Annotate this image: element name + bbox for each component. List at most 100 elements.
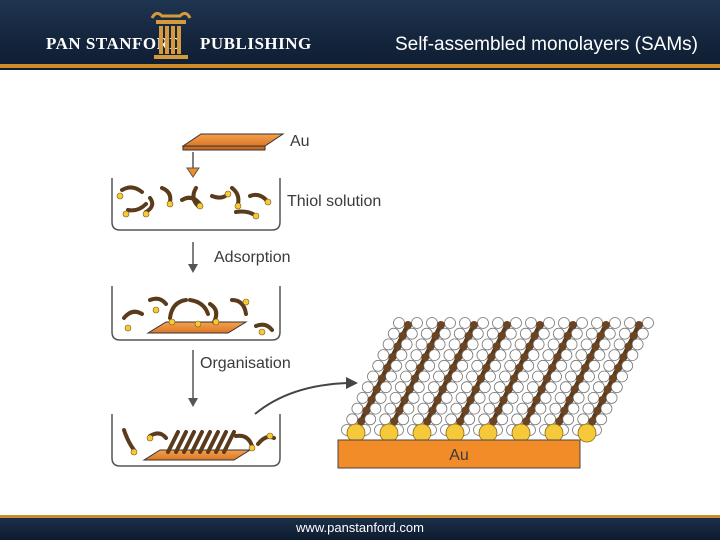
hydrogen-atom xyxy=(511,413,524,426)
hydrogen-atom xyxy=(577,413,590,426)
hydrogen-atom xyxy=(453,327,466,340)
hydrogen-atom xyxy=(549,402,562,415)
hydrogen-atom xyxy=(494,349,507,362)
hydrogen-atom xyxy=(455,391,468,404)
hydrogen-atom xyxy=(377,349,390,362)
hydrogen-atom xyxy=(379,381,392,394)
carbon-atom xyxy=(444,374,452,383)
label-au-top: Au xyxy=(290,133,310,150)
carbon-atom xyxy=(482,363,491,372)
hydrogen-atom xyxy=(595,413,608,426)
hydrogen-atom xyxy=(428,349,441,362)
beaker-thiol-solution xyxy=(111,178,281,231)
hydrogen-atom xyxy=(575,349,588,362)
carbon-atom xyxy=(461,406,470,415)
hydrogen-atom xyxy=(461,349,474,362)
hydrogen-atom xyxy=(631,338,644,351)
carbon-atom xyxy=(598,395,607,404)
hydrogen-atom xyxy=(527,349,540,362)
carbon-atom xyxy=(515,363,524,372)
brand-left: PAN STANFORD xyxy=(46,34,183,53)
carbon-atom xyxy=(492,342,501,351)
carbon-atom xyxy=(555,417,564,426)
carbon-atom xyxy=(548,363,557,372)
carbon-atom xyxy=(433,395,442,404)
hydrogen-atom xyxy=(466,370,478,383)
beaker-organisation xyxy=(111,414,281,467)
footer-bar xyxy=(0,518,720,540)
carbon-atom xyxy=(543,374,551,383)
carbon-atom xyxy=(629,331,638,340)
hydrogen-atom xyxy=(529,413,542,426)
hydrogen-atom xyxy=(570,327,583,340)
carbon-atom xyxy=(576,374,584,383)
sulfur-head-group xyxy=(379,423,399,443)
carbon-atom xyxy=(499,395,508,404)
hydrogen-atom xyxy=(483,402,496,415)
carbon-atom xyxy=(487,353,496,362)
hydrogen-atom xyxy=(554,391,567,404)
hydrogen-atom xyxy=(517,370,529,383)
hydrogen-atom xyxy=(412,381,425,394)
au-substrate xyxy=(337,439,581,469)
hydrogen-atom xyxy=(393,317,405,329)
carbon-atom xyxy=(372,385,381,394)
hydrogen-atom xyxy=(522,359,535,372)
hydrogen-atom xyxy=(473,391,486,404)
hydrogen-atom xyxy=(433,338,446,351)
carbon-atom xyxy=(459,342,468,351)
hydrogen-atom xyxy=(532,370,544,383)
hydrogen-atom xyxy=(526,381,539,394)
hydrogen-atom xyxy=(405,327,418,340)
sam-monolayer xyxy=(341,317,654,443)
carbon-atom xyxy=(588,417,597,426)
carbon-atom xyxy=(536,321,544,329)
carbon-atom xyxy=(362,406,371,415)
carbon-atom xyxy=(383,363,392,372)
carbon-atom xyxy=(560,406,569,415)
hydrogen-atom xyxy=(542,349,555,362)
hydrogen-atom xyxy=(369,402,382,415)
carbon-atom xyxy=(591,342,600,351)
hydrogen-atom xyxy=(394,381,407,394)
carbon-atom xyxy=(431,331,440,340)
hydrogen-atom xyxy=(496,413,509,426)
hydrogen-atom xyxy=(445,413,458,426)
carbon-atom xyxy=(378,374,386,383)
hydrogen-atom xyxy=(433,370,445,383)
carbon-atom xyxy=(619,353,628,362)
hydrogen-atom xyxy=(418,370,430,383)
hydrogen-atom xyxy=(367,370,379,383)
hydrogen-atom xyxy=(364,413,377,426)
hydrogen-atom xyxy=(610,381,623,394)
hydrogen-atom xyxy=(600,402,613,415)
hydrogen-atom xyxy=(478,413,491,426)
hydrogen-atom xyxy=(534,402,547,415)
hydrogen-atom xyxy=(544,413,557,426)
hydrogen-atom xyxy=(460,381,473,394)
carbon-atom xyxy=(494,406,503,415)
carbon-atom xyxy=(553,353,562,362)
carbon-atom xyxy=(404,321,412,329)
hydrogen-atom xyxy=(565,338,578,351)
header-bar xyxy=(0,0,720,70)
hydrogen-atom xyxy=(402,402,415,415)
carbon-atom xyxy=(393,342,402,351)
carbon-atom xyxy=(503,321,511,329)
sulfur-head-group xyxy=(511,423,531,443)
beaker-adsorption xyxy=(111,286,281,341)
hydrogen-atom xyxy=(389,391,402,404)
hydrogen-atom xyxy=(412,413,425,426)
hydrogen-atom xyxy=(466,338,479,351)
hydrogen-atom xyxy=(539,391,552,404)
hydrogen-atom xyxy=(537,359,550,372)
carbon-atom xyxy=(426,342,435,351)
arrow-down-1 xyxy=(186,152,200,178)
sulfur-head-group xyxy=(478,423,498,443)
sulfur-head-group xyxy=(412,423,432,443)
label-thiol-solution: Thiol solution xyxy=(287,193,381,210)
hydrogen-atom xyxy=(587,391,600,404)
label-au-substrate: Au xyxy=(449,447,469,464)
hydrogen-atom xyxy=(544,381,557,394)
carbon-atom xyxy=(388,353,397,362)
